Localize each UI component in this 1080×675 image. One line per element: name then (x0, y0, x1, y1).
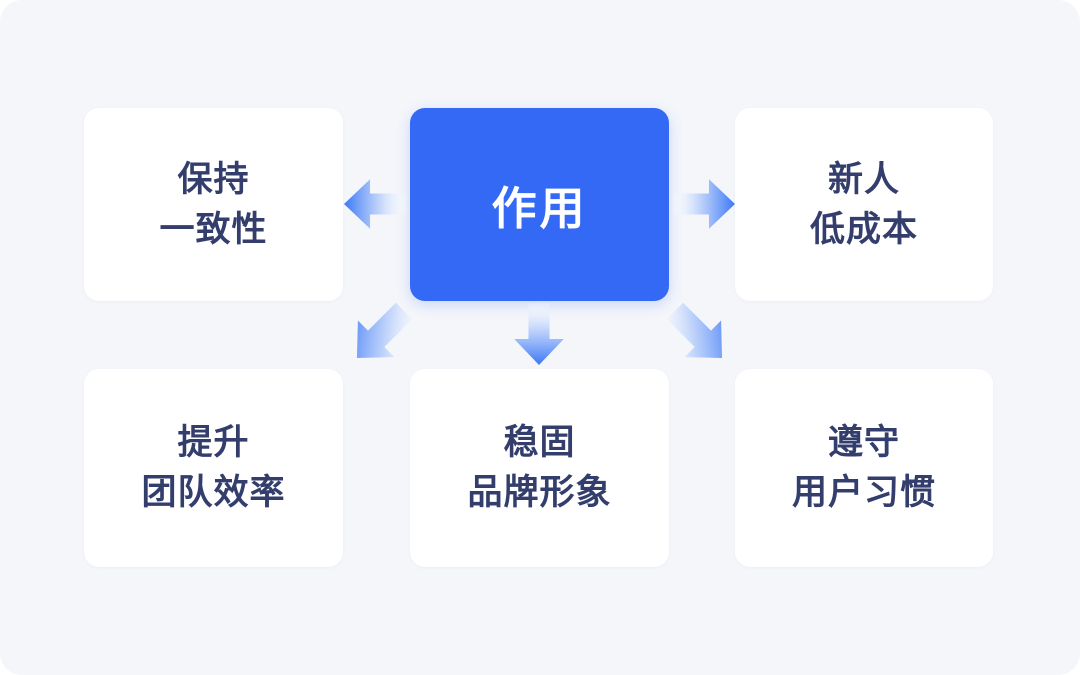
node-card-top-right[interactable]: 新人 低成本 (735, 108, 993, 301)
node-card-bottom-left-line-2: 团队效率 (141, 473, 286, 512)
node-card-bottom-center-line-2: 品牌形象 (467, 473, 612, 512)
node-card-bottom-right[interactable]: 遵守 用户习惯 (735, 369, 993, 567)
node-card-top-left-line-1: 保持 (177, 159, 250, 199)
node-card-top-left-line-2: 一致性 (159, 209, 268, 249)
arrow-down-icon (514, 303, 564, 365)
node-card-bottom-right-line-1: 遵守 (827, 423, 900, 463)
arrow-right-icon (673, 179, 735, 229)
node-card-bottom-left-line-1: 提升 (177, 423, 250, 463)
arrow-down-right-icon (666, 302, 723, 359)
arrow-left-icon (344, 179, 406, 229)
node-card-bottom-right-line-2: 用户习惯 (791, 473, 936, 512)
node-card-top-right-line-2: 低成本 (809, 209, 918, 249)
node-card-bottom-center[interactable]: 稳固 品牌形象 (410, 369, 669, 567)
hub-label: 作用 (491, 183, 588, 234)
node-card-bottom-left[interactable]: 提升 团队效率 (84, 369, 343, 567)
node-card-bottom-center-line-1: 稳固 (503, 423, 576, 463)
arrow-down-left-icon (356, 302, 413, 359)
hub-center-node[interactable]: 作用 (410, 108, 669, 301)
node-card-top-left[interactable]: 保持 一致性 (84, 108, 343, 301)
node-card-top-right-line-1: 新人 (827, 159, 900, 199)
